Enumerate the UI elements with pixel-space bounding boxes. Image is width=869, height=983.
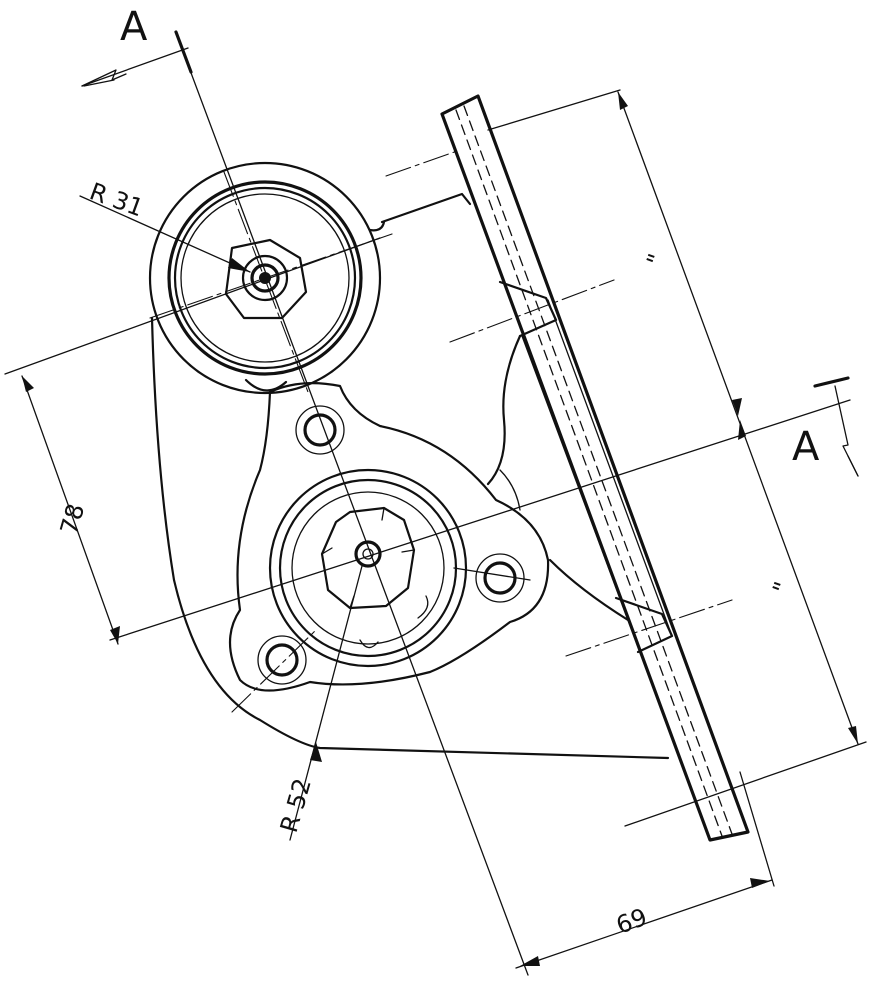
dimension-r52: [289, 565, 363, 841]
dimension-equal-spacing: [617, 91, 859, 745]
radius-label-upper: R 31: [86, 177, 147, 222]
bolt-holes: [257, 405, 525, 685]
mounting-flange: [440, 94, 750, 842]
dimension-69: [515, 771, 775, 969]
dimension-r31: [79, 195, 251, 273]
section-label-top: A: [120, 4, 148, 50]
height-dimension-label: 78: [55, 501, 90, 538]
width-dimension-label: 69: [612, 903, 650, 940]
equal-mark-lower: ": [767, 578, 797, 598]
radius-label-lower: R 52: [275, 775, 317, 835]
center-lines: [4, 89, 867, 827]
section-label-right: A: [792, 424, 820, 470]
housing-outline: [150, 192, 670, 760]
equal-mark-upper: ": [641, 250, 671, 270]
upper-gear: [148, 161, 382, 395]
dimension-78: [21, 375, 120, 645]
section-line-a-a: [81, 30, 859, 976]
